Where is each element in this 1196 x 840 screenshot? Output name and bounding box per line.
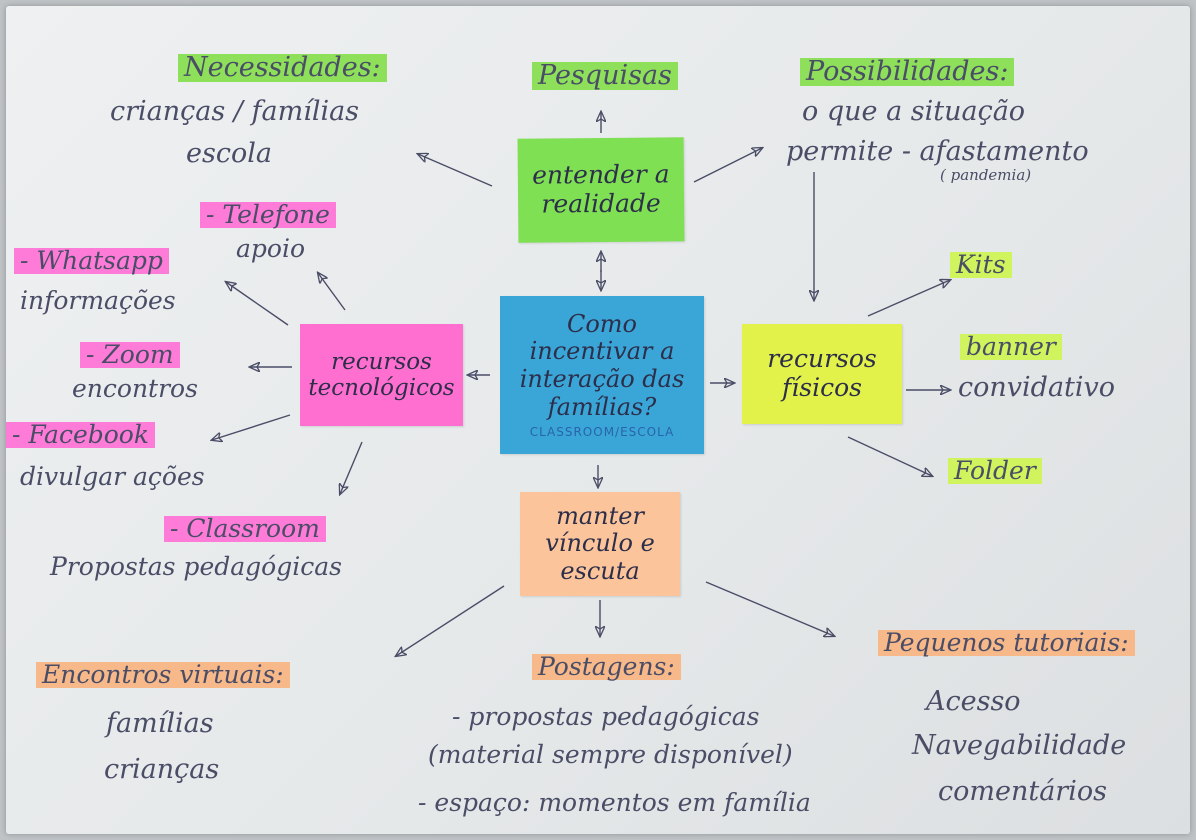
note-line: realidade <box>541 188 661 219</box>
telefone-highlight: - Telefone <box>200 201 336 229</box>
postagens-line-2: (material sempre disponível) <box>428 740 793 769</box>
zoom-desc: encontros <box>72 374 198 403</box>
postagens-line-1: - propostas pedagógicas <box>452 702 760 731</box>
note-center-question: Como incentivar a interação das famílias… <box>500 296 704 454</box>
possibilidades-line-1: o que a situação <box>802 96 1026 127</box>
note-manter-vinculo: manter vínculo e escuta <box>520 492 680 596</box>
facebook-title: - Facebook <box>6 420 155 449</box>
facebook-highlight: - Facebook <box>6 421 155 449</box>
note-line: escuta <box>560 556 640 585</box>
note-line: manter <box>556 501 644 530</box>
note-line: interação das <box>519 365 685 393</box>
postagens-highlight: Postagens: <box>532 653 681 681</box>
center-subtitle: CLASSROOM/ESCOLA <box>529 425 675 440</box>
necessidades-line-2: escola <box>186 138 272 169</box>
note-line: recursos <box>331 348 432 375</box>
necessidades-highlight: Necessidades: <box>178 53 387 83</box>
classroom-desc: Propostas pedagógicas <box>50 552 342 581</box>
note-line: vínculo e <box>545 529 655 558</box>
tutoriais-title: Pequenos tutoriais: <box>878 628 1135 657</box>
encontros-line-1: famílias <box>106 708 214 739</box>
postagens-line-3: - espaço: momentos em família <box>418 788 811 817</box>
banner-desc: convidativo <box>958 372 1116 403</box>
whatsapp-title: - Whatsapp <box>14 246 169 275</box>
folder-label: Folder <box>948 456 1042 485</box>
whatsapp-desc: informações <box>20 286 176 315</box>
note-entender-realidade: entender a realidade <box>517 137 685 243</box>
possibilidades-title: Possibilidades: <box>800 56 1015 87</box>
note-line: incentivar a <box>529 337 675 366</box>
folder-highlight: Folder <box>948 457 1042 485</box>
encontros-line-2: crianças <box>104 754 220 785</box>
kits-label: Kits <box>950 250 1012 279</box>
encontros-highlight: Encontros virtuais: <box>36 661 290 689</box>
kits-highlight: Kits <box>950 251 1012 279</box>
necessidades-title: Necessidades: <box>178 52 387 83</box>
note-line: Como <box>566 309 638 338</box>
note-line: recursos <box>767 344 877 374</box>
tutoriais-line-1: Acesso <box>926 686 1021 717</box>
classroom-highlight: - Classroom <box>164 515 326 543</box>
facebook-desc: divulgar ações <box>20 462 205 491</box>
note-recursos-fisicos: recursos físicos <box>742 324 902 424</box>
telefone-desc: apoio <box>236 234 306 263</box>
pesquisas-highlight: Pesquisas <box>532 61 678 91</box>
telefone-title: - Telefone <box>200 200 336 229</box>
tutoriais-line-3: comentários <box>938 776 1107 807</box>
note-line: entender a <box>532 159 670 190</box>
note-line: famílias? <box>547 392 657 421</box>
tutoriais-highlight: Pequenos tutoriais: <box>878 629 1135 657</box>
possibilidades-line-2: permite - afastamento <box>786 136 1089 167</box>
banner-highlight: banner <box>960 333 1062 361</box>
zoom-title: - Zoom <box>80 340 180 369</box>
postagens-title: Postagens: <box>532 652 681 681</box>
banner-label: banner <box>960 332 1062 361</box>
note-recursos-tecnologicos: recursos tecnológicos <box>300 324 463 426</box>
classroom-title: - Classroom <box>164 514 326 543</box>
tutoriais-line-2: Navegabilidade <box>912 730 1127 761</box>
whatsapp-highlight: - Whatsapp <box>14 247 169 275</box>
possibilidades-highlight: Possibilidades: <box>800 57 1015 87</box>
zoom-highlight: - Zoom <box>80 341 180 369</box>
possibilidades-note: ( pandemia) <box>940 166 1032 184</box>
necessidades-line-1: crianças / famílias <box>110 96 360 127</box>
note-line: tecnológicos <box>308 375 455 401</box>
note-line: físicos <box>782 373 862 402</box>
encontros-title: Encontros virtuais: <box>36 660 290 689</box>
pesquisas-title: Pesquisas <box>532 60 678 91</box>
